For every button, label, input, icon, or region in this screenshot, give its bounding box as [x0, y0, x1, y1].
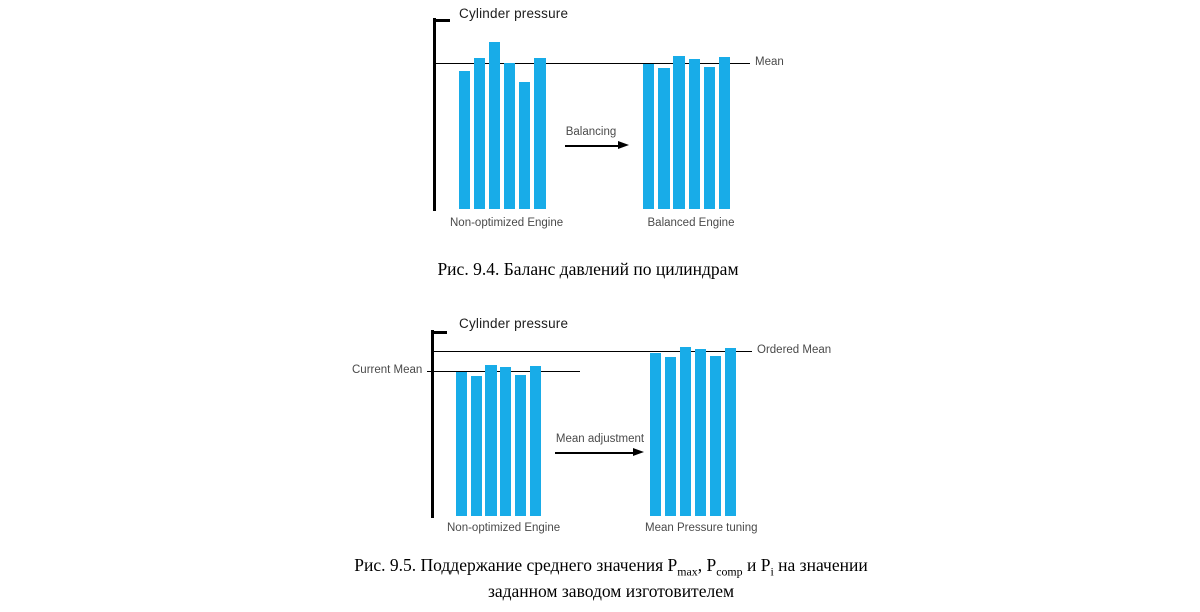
- y-axis-title: Cylinder pressure: [459, 316, 569, 331]
- right-group-label: Balanced Engine: [647, 217, 735, 229]
- pressure-bar: [500, 367, 512, 517]
- right-group-label: Mean Pressure tuning: [645, 522, 758, 534]
- pressure-bar: [650, 353, 662, 517]
- mean-line-label: Mean: [755, 56, 784, 68]
- arrow-label: Balancing: [565, 126, 617, 138]
- pressure-bar: [725, 347, 737, 517]
- current-mean-label: Current Mean: [352, 364, 423, 376]
- ordered-mean-label: Ordered Mean: [757, 344, 832, 356]
- pressure-bar: [643, 63, 655, 209]
- pressure-bar: [695, 348, 707, 517]
- arrow-label: Mean adjustment: [555, 433, 645, 445]
- arrow-head-icon: [618, 141, 629, 149]
- caption-line-2: заданном заводом изготовителем: [487, 581, 735, 601]
- pressure-bar: [514, 374, 527, 517]
- pressure-bar: [680, 346, 692, 517]
- pressure-bar: [719, 56, 731, 209]
- pressure-bar: [534, 58, 546, 209]
- pressure-bar: [503, 63, 516, 209]
- pressure-bar: [688, 58, 700, 209]
- pressure-bar: [673, 55, 685, 209]
- pressure-bar: [458, 70, 470, 209]
- pressure-bar: [473, 57, 486, 209]
- pressure-bar: [658, 68, 670, 209]
- pressure-bar: [470, 375, 483, 517]
- pressure-bar: [456, 371, 468, 517]
- caption-line-1: Рис. 9.5. Поддержание среднего значения …: [354, 555, 868, 579]
- ordered-mean-line: [431, 350, 752, 352]
- mean-line: [434, 62, 750, 64]
- pressure-bar: [485, 365, 497, 517]
- arrow-shaft: [555, 452, 633, 454]
- figure-9-4-caption: Рис. 9.4. Баланс давлений по цилиндрам: [437, 259, 739, 279]
- pressure-bar: [519, 82, 531, 209]
- y-axis-top-tick: [431, 331, 447, 334]
- arrow-head-icon: [633, 448, 644, 456]
- pressure-bar: [488, 41, 501, 209]
- pressure-bar: [665, 357, 677, 517]
- pressure-bar: [529, 366, 541, 517]
- pressure-bar: [703, 66, 716, 209]
- y-axis-line: [433, 18, 436, 211]
- y-axis-top-tick: [433, 19, 450, 22]
- y-axis-line: [431, 330, 434, 518]
- arrow-shaft: [565, 145, 618, 147]
- pressure-bar: [710, 356, 722, 517]
- y-axis-title: Cylinder pressure: [459, 6, 569, 21]
- left-group-label: Non-optimized Engine: [447, 522, 561, 534]
- figure-9-5-caption: Рис. 9.5. Поддержание среднего значения …: [286, 552, 936, 604]
- left-group-label: Non-optimized Engine: [450, 217, 564, 229]
